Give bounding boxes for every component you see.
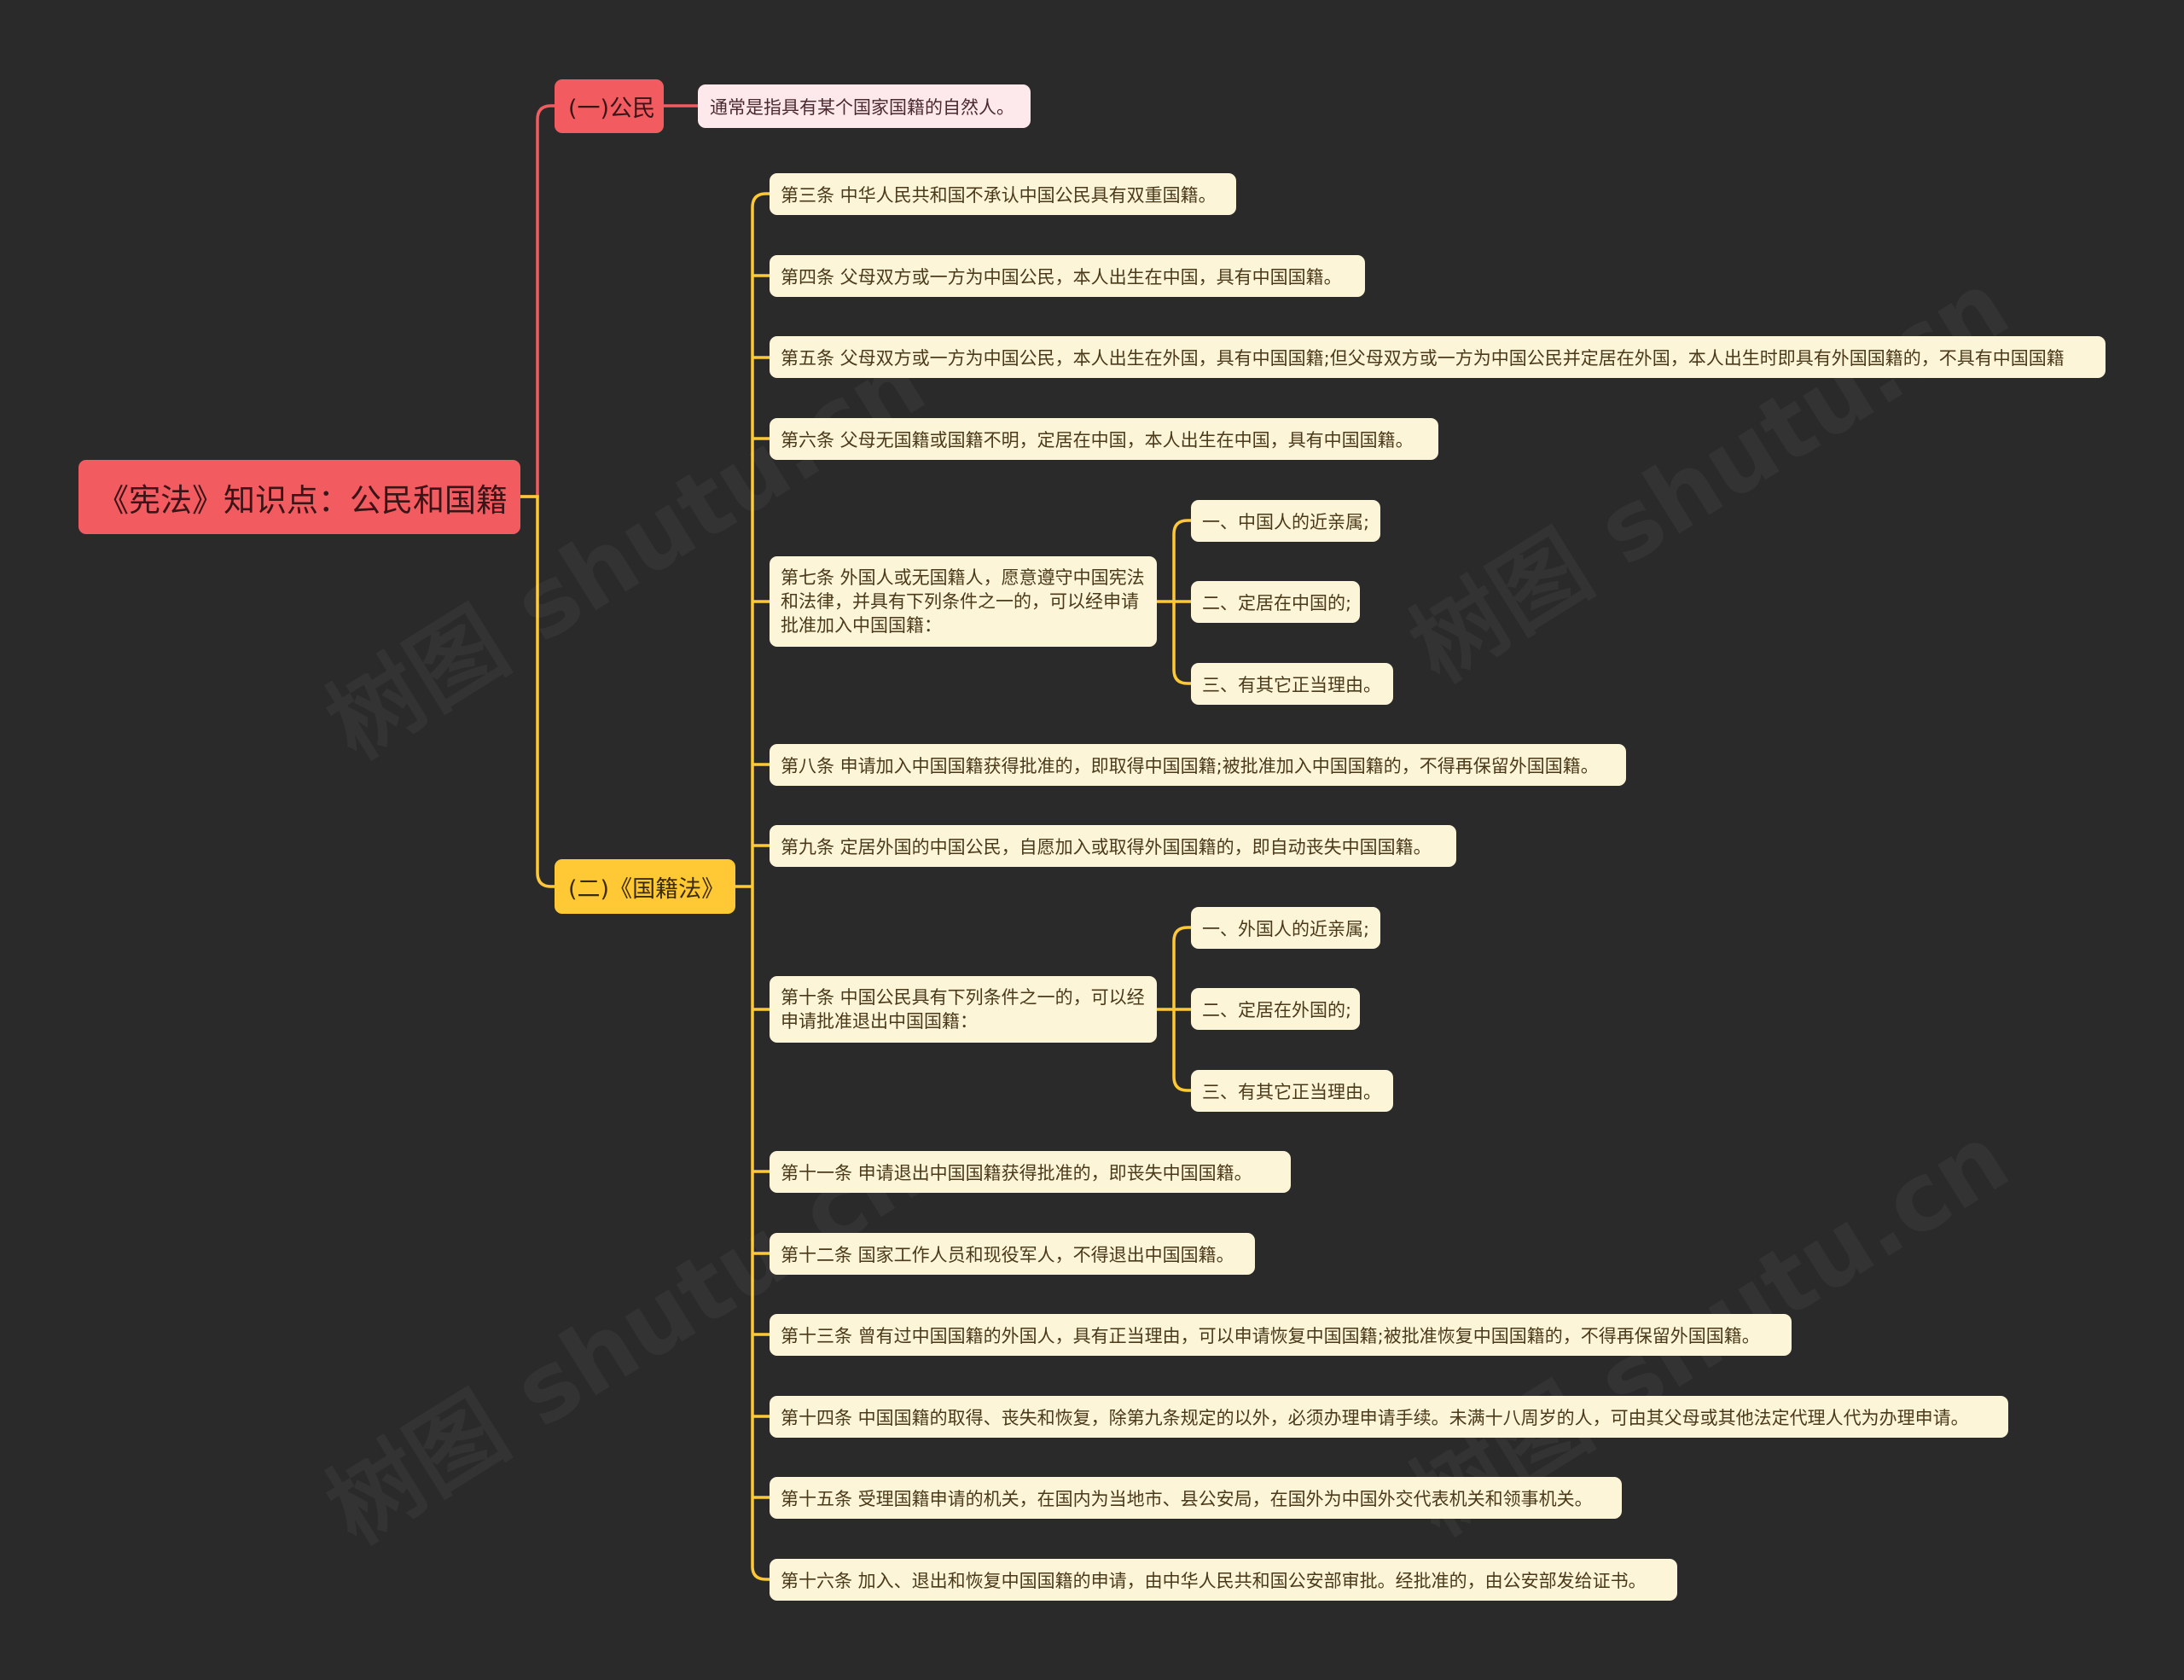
leaf-article-4[interactable]: 第四条 父母双方或一方为中国公民，本人出生在中国，具有中国国籍。	[770, 255, 1365, 297]
connector-root-citizen	[520, 104, 555, 498]
connector-art7-sub1	[1172, 519, 1191, 535]
connector-art3	[751, 192, 770, 208]
leaf-article-8[interactable]: 第八条 申请加入中国国籍获得批准的，即取得中国国籍;被批准加入中国国籍的，不得再…	[770, 744, 1626, 786]
leaf-article-15[interactable]: 第十五条 受理国籍申请的机关，在国内为当地市、县公安局，在国外为中国外交代表机关…	[770, 1477, 1622, 1519]
leaf-article-16[interactable]: 第十六条 加入、退出和恢复中国国籍的申请，由中华人民共和国公安部审批。经批准的，…	[770, 1559, 1677, 1601]
connector-art10-sub3	[1172, 1076, 1191, 1092]
leaf-article-6[interactable]: 第六条 父母无国籍或国籍不明，定居在中国，本人出生在中国，具有中国国籍。	[770, 418, 1438, 460]
root-topic[interactable]: 《宪法》知识点：公民和国籍	[78, 460, 520, 534]
leaf-article-5[interactable]: 第五条 父母双方或一方为中国公民，本人出生在外国，具有中国国籍;但父母双方或一方…	[770, 336, 2106, 378]
connector-art7-sub3	[1172, 669, 1191, 685]
branch-nationality-law[interactable]: (二)《国籍法》	[555, 859, 735, 914]
leaf-article-14[interactable]: 第十四条 中国国籍的取得、丧失和恢复，除第九条规定的以外，必须办理申请手续。未满…	[770, 1396, 2008, 1438]
leaf-article-10-item-3[interactable]: 三、有其它正当理由。	[1191, 1070, 1393, 1112]
leaf-article-13[interactable]: 第十三条 曾有过中国国籍的外国人，具有正当理由，可以申请恢复中国国籍;被批准恢复…	[770, 1314, 1792, 1356]
leaf-article-7[interactable]: 第七条 外国人或无国籍人，愿意遵守中国宪法和法律，并具有下列条件之一的，可以经申…	[770, 556, 1157, 647]
connector-art10-sub1	[1172, 926, 1191, 942]
leaf-article-9[interactable]: 第九条 定居外国的中国公民，自愿加入或取得外国国籍的，即自动丧失中国国籍。	[770, 825, 1456, 867]
leaf-article-10[interactable]: 第十条 中国公民具有下列条件之一的，可以经申请批准退出中国国籍：	[770, 976, 1157, 1043]
leaf-article-7-item-1[interactable]: 一、中国人的近亲属;	[1191, 500, 1380, 542]
connector-nationality-trunk	[735, 207, 754, 1567]
leaf-article-7-item-2[interactable]: 二、定居在中国的;	[1191, 581, 1360, 623]
leaf-article-3[interactable]: 第三条 中华人民共和国不承认中国公民具有双重国籍。	[770, 173, 1236, 215]
leaf-article-10-item-1[interactable]: 一、外国人的近亲属;	[1191, 907, 1380, 949]
branch-citizen[interactable]: (一)公民	[555, 79, 664, 133]
leaf-article-10-item-2[interactable]: 二、定居在外国的;	[1191, 988, 1360, 1030]
connector-art16	[751, 1566, 770, 1581]
leaf-article-7-item-3[interactable]: 三、有其它正当理由。	[1191, 663, 1393, 705]
leaf-citizen-definition[interactable]: 通常是指具有某个国家国籍的自然人。	[698, 84, 1031, 128]
connector-root-nationality	[520, 495, 555, 888]
leaf-article-11[interactable]: 第十一条 申请退出中国国籍获得批准的，即丧失中国国籍。	[770, 1151, 1291, 1193]
leaf-article-12[interactable]: 第十二条 国家工作人员和现役军人，不得退出中国国籍。	[770, 1233, 1255, 1275]
